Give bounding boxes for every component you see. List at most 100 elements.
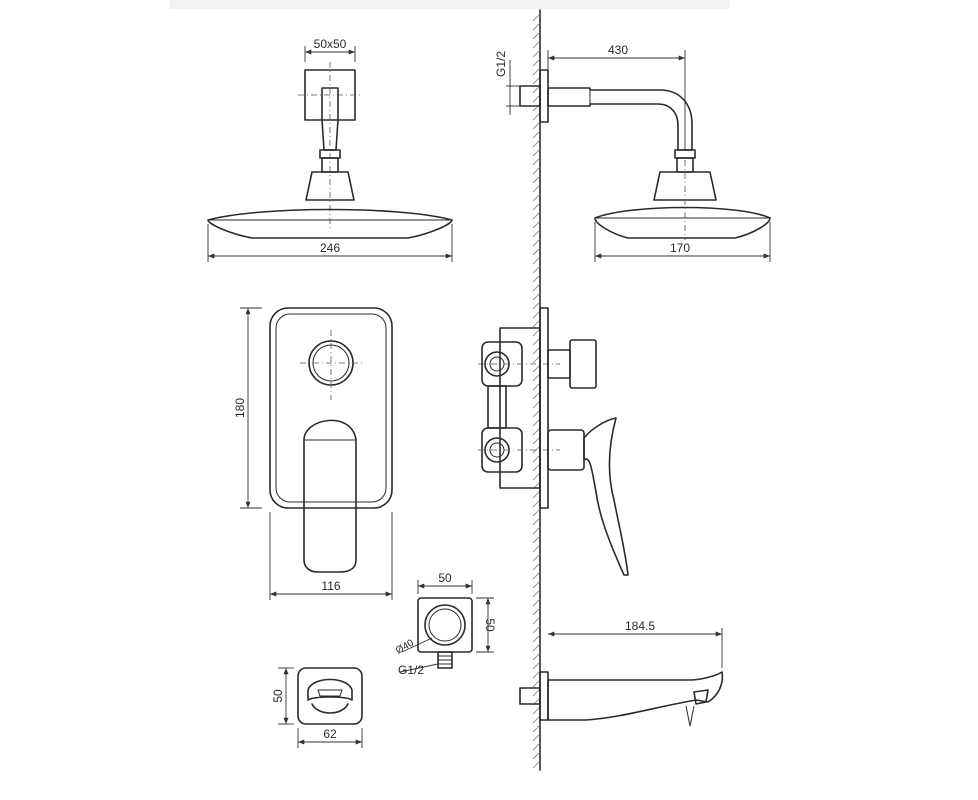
wall-hatch-line (532, 751, 541, 760)
mixer-lever (303, 419, 357, 573)
wall-hatch-line (532, 589, 541, 598)
wall-hatch-line (532, 436, 541, 445)
wall-hatch-line (532, 391, 541, 400)
wall-hatch-line (532, 733, 541, 742)
wall-hatch-line (532, 319, 541, 328)
wall-hatch-line (532, 445, 541, 454)
wall-hatch-line (532, 490, 541, 499)
wall-hatch-line (532, 94, 541, 103)
wall-hatch-line (532, 76, 541, 85)
dim-head-diameter-side: 170 (670, 241, 690, 255)
wall-hatch-line (532, 463, 541, 472)
dim-spout-face-height: 50 (271, 689, 285, 703)
wall-hatch-line (532, 634, 541, 643)
wall-hatch-line (532, 58, 541, 67)
wall-hatch-line (532, 193, 541, 202)
wall-hatch-line (532, 265, 541, 274)
wall-hatch-line (532, 571, 541, 580)
mixer-plate-front-view: 180 116 (233, 307, 393, 600)
wall-hatch-line (532, 130, 541, 139)
wall-hatch-line (532, 229, 541, 238)
dim-outlet-width: 50 (438, 571, 452, 585)
wall-hatch-line (532, 220, 541, 229)
shower-head-side-view: G1/2 430 170 (494, 43, 771, 262)
wall-hatch-line (532, 562, 541, 571)
spout-body (547, 671, 724, 721)
wall-hatch-line (532, 211, 541, 220)
wall-hatch-line (532, 301, 541, 310)
wall-hatch-line (532, 274, 541, 283)
dim-plate-height: 180 (233, 398, 247, 418)
wall-hatch-line (532, 337, 541, 346)
shower-head-front-view: 50x50 246 (207, 37, 453, 262)
wall-hatch-line (532, 202, 541, 211)
wall-hatch-line (532, 670, 541, 679)
wall-hatch-line (532, 148, 541, 157)
wall-hatch-line (532, 607, 541, 616)
wall-section (532, 9, 541, 771)
dim-outlet-thread: G1/2 (398, 663, 424, 677)
wall-hatch-line (532, 661, 541, 670)
top-strip (170, 0, 730, 9)
wall-hatch-line (532, 517, 541, 526)
wall-hatch-line (532, 400, 541, 409)
wall-hatch-line (532, 715, 541, 724)
wall-hatch-line (532, 256, 541, 265)
dim-head-bracket: 50x50 (314, 37, 347, 51)
wall-hatch-line (532, 175, 541, 184)
side-lever (583, 417, 629, 576)
dim-head-diameter-front: 246 (320, 241, 340, 255)
dim-outlet-diameter: Ø40 (394, 637, 416, 656)
wall-hatch-line (532, 535, 541, 544)
wall-hatch-line (532, 238, 541, 247)
wall-hatch-line (532, 580, 541, 589)
wall-hatch-line (532, 40, 541, 49)
wall-hatch-line (532, 706, 541, 715)
wall-hatch-line (532, 49, 541, 58)
spout-face (297, 667, 363, 725)
wall-hatch-line (532, 688, 541, 697)
wall-hatch-line (532, 760, 541, 769)
wall-hatch-line (532, 742, 541, 751)
wall-hatch-line (532, 724, 541, 733)
wall-hatch-line (532, 409, 541, 418)
wall-hatch-line (532, 454, 541, 463)
wall-hatch-line (532, 373, 541, 382)
outlet-square (417, 597, 473, 653)
wall-hatch-line (532, 364, 541, 373)
wall-hatch-line (532, 283, 541, 292)
wall-hatch-line (532, 22, 541, 31)
wall-hatch-line (532, 598, 541, 607)
wall-hatch-line (532, 355, 541, 364)
plate-outline (269, 307, 393, 509)
wall-hatch-line (532, 346, 541, 355)
wall-hatch-line (532, 328, 541, 337)
wall-hatch-line (532, 184, 541, 193)
dim-outlet-height: 50 (483, 618, 497, 632)
dim-spout-face-width: 62 (323, 727, 337, 741)
wall-hatch-line (532, 616, 541, 625)
wall-hatch-line (532, 382, 541, 391)
wall-hatch-line (532, 85, 541, 94)
wall-hatch-line (532, 553, 541, 562)
wall-outlet-front-view: 50 50 Ø40 G1/2 (394, 571, 497, 677)
wall-hatch-line (532, 103, 541, 112)
wall-hatch-line (532, 139, 541, 148)
wall-hatch-line (532, 499, 541, 508)
dim-arm-thread: G1/2 (494, 51, 508, 77)
dim-arm-length: 430 (608, 43, 628, 57)
mixer-side-view (478, 307, 629, 576)
dim-plate-width: 116 (321, 579, 340, 593)
dim-spout-length: 184.5 (625, 619, 655, 633)
wall-hatch-line (532, 292, 541, 301)
wall-hatch-line (532, 247, 541, 256)
wall-hatch-line (532, 679, 541, 688)
wall-hatch-line (532, 652, 541, 661)
wall-hatch-line (532, 472, 541, 481)
spout-side-view: 184.5 (519, 619, 724, 727)
wall-hatch-line (532, 67, 541, 76)
wall-hatch-line (532, 508, 541, 517)
wall-hatch-line (532, 427, 541, 436)
wall-hatch-line (532, 13, 541, 22)
